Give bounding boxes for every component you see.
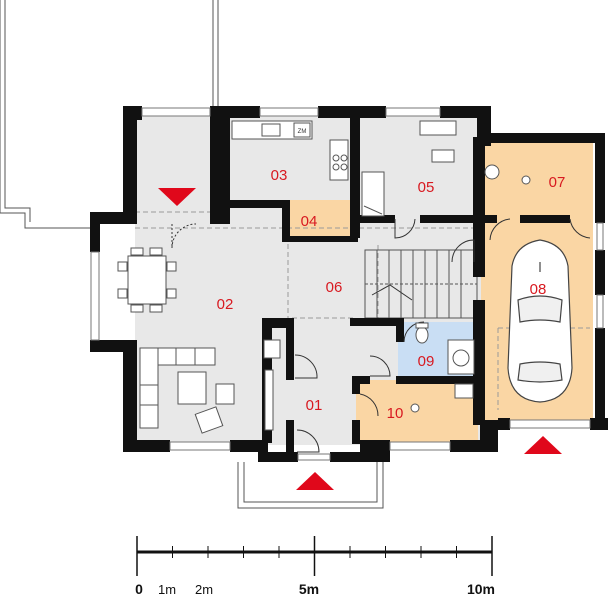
staircase-icon — [364, 249, 478, 319]
sofa-icon — [139, 347, 216, 429]
room-label-02: 02 — [217, 296, 234, 313]
window — [169, 441, 231, 451]
doors — [171, 218, 591, 453]
room-label-04: 04 — [301, 213, 318, 230]
window — [509, 419, 591, 429]
window — [389, 441, 451, 451]
washing-machine-icon — [410, 403, 420, 413]
dining-table-icon — [117, 247, 177, 313]
scale-bar: 0 1m 2m 5m 10m — [135, 536, 495, 597]
scale-label-1m: 1m — [158, 582, 176, 597]
fridge-label: ZM — [298, 129, 307, 135]
window — [297, 453, 331, 461]
room-label-08: 08 — [530, 281, 547, 298]
room-label-03: 03 — [271, 167, 288, 184]
window — [141, 107, 211, 117]
entrance-arrow-icon — [158, 188, 196, 206]
room-label-07: 07 — [549, 174, 566, 191]
car-icon — [507, 239, 573, 403]
living-furniture — [117, 247, 281, 434]
toilet-icon — [415, 322, 429, 344]
room-label-06: 06 — [326, 279, 343, 296]
scale-label-2m: 2m — [195, 582, 213, 597]
bathtub-icon — [447, 339, 475, 375]
entrance-arrows — [158, 188, 562, 490]
room-label-01: 01 — [306, 397, 323, 414]
window — [385, 107, 441, 117]
terrace-outline — [0, 0, 219, 229]
window — [596, 222, 604, 251]
room-label-10: 10 — [387, 405, 404, 422]
entrance-arrow-icon — [296, 472, 334, 490]
room-label-05: 05 — [418, 179, 435, 196]
window — [596, 294, 604, 329]
floor-room-07 — [481, 137, 593, 215]
scale-label-5m: 5m — [299, 581, 319, 597]
scale-label-10m: 10m — [467, 581, 495, 597]
floor-room-04 — [288, 200, 350, 238]
windows — [90, 107, 604, 461]
porch-outline — [237, 462, 384, 509]
window — [90, 251, 100, 341]
scale-label-0: 0 — [135, 581, 143, 597]
entrance-arrow-icon — [524, 436, 562, 454]
scale-ticks — [136, 536, 493, 576]
sink-icon — [261, 123, 281, 137]
window — [259, 107, 319, 117]
kitchen-fittings: ZM — [231, 120, 349, 181]
boiler-icon — [484, 164, 531, 185]
stove-icon — [332, 154, 348, 171]
bathroom-fittings — [410, 164, 531, 413]
room-labels: 01 02 03 04 05 06 07 08 09 10 — [217, 167, 566, 422]
bedroom-furniture — [361, 120, 457, 217]
room-label-09: 09 — [418, 353, 435, 370]
